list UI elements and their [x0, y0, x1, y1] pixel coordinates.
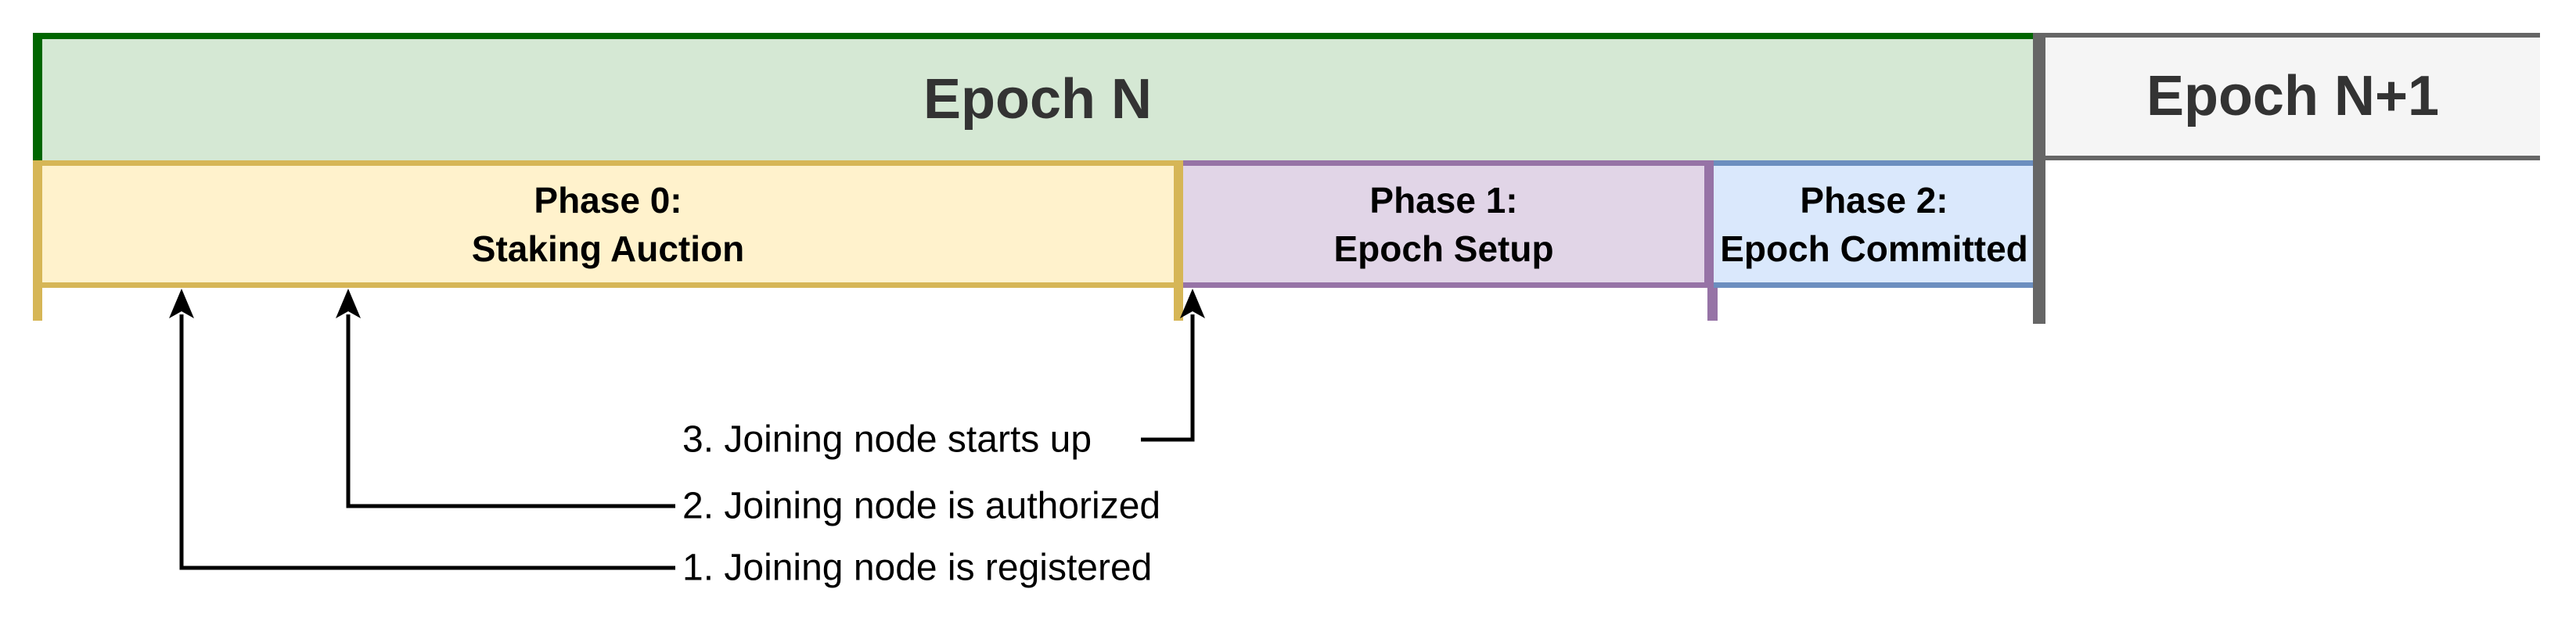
phase-2-title: Phase 2: [1800, 179, 1948, 221]
annotation-node-authorized: 2. Joining node is authorized [682, 485, 1161, 527]
epoch-n-label: Epoch N [923, 67, 1152, 131]
phase-0-end-stub [1174, 288, 1183, 321]
phase-2-subtitle: Epoch Committed [1720, 228, 2028, 269]
arrow-1-registered [169, 289, 675, 570]
arrow-2-authorized [336, 289, 675, 508]
phase-1-subtitle: Epoch Setup [1333, 228, 1554, 269]
phase-0-start-stub [33, 288, 42, 321]
epoch-n-plus-1-label: Epoch N+1 [2146, 64, 2440, 127]
phase-1-epoch-setup-box: Phase 1: Epoch Setup [1183, 160, 1714, 288]
epoch-n-box: Epoch N [33, 33, 2033, 160]
phase-1-title: Phase 1: [1369, 179, 1518, 221]
phase-0-subtitle: Staking Auction [471, 228, 745, 269]
epoch-n-plus-1-box: Epoch N+1 [2045, 33, 2540, 160]
annotation-node-starts-up: 3. Joining node starts up [682, 418, 1092, 461]
phase-2-epoch-committed-box: Phase 2: Epoch Committed [1714, 160, 2035, 288]
phase-1-end-stub [1707, 288, 1718, 321]
arrow-3-starts-up [1141, 289, 1205, 442]
epoch-boundary-bar [2033, 33, 2045, 324]
phase-0-title: Phase 0: [534, 179, 682, 221]
phase-0-staking-auction-box: Phase 0: Staking Auction [33, 160, 1183, 288]
annotation-node-registered: 1. Joining node is registered [682, 547, 1153, 589]
